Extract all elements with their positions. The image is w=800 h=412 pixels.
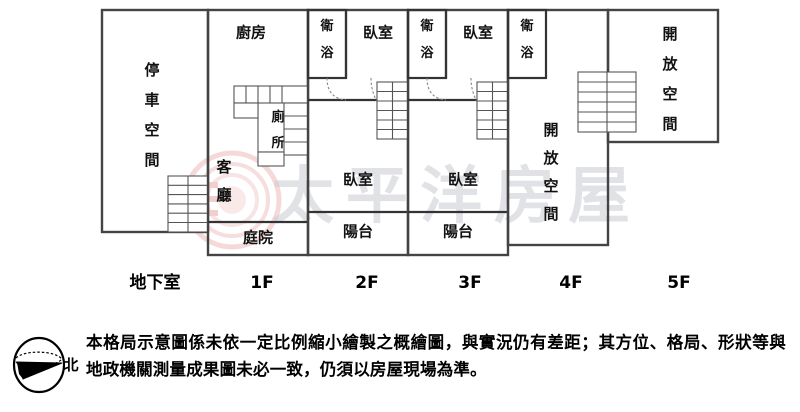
room-label-open-5f: 開放空間	[661, 25, 678, 133]
watermark-char-5: 屋	[568, 159, 630, 232]
floor-tick-3f: 3F	[458, 273, 481, 293]
room-label-courtyard: 庭院	[243, 229, 273, 247]
watermark: 太 平 洋 房 屋	[178, 150, 630, 250]
room-label-bath-2f: 衛浴	[319, 18, 334, 61]
room-label-bath-4f: 衛浴	[519, 18, 534, 61]
room-label-kitchen: 廚房	[236, 24, 266, 42]
floor-tick-1f: 1F	[250, 273, 273, 293]
room-label-bath-3f: 衛浴	[419, 18, 434, 61]
floor-tick-row: 地下室 1F 2F 3F 4F 5F	[130, 272, 691, 293]
disclaimer-block: 北 本格局示意圖係未依一定比例縮小繪製之概繪圖，與實況仍有差距；其方位、格局、形…	[0, 326, 800, 412]
f3-stairs	[476, 81, 509, 140]
room-label-balcony-2f: 陽台	[343, 223, 373, 241]
watermark-char-1: 太	[272, 159, 334, 232]
floor-tick-2f: 2F	[355, 273, 378, 293]
floor-tick-5f: 5F	[667, 273, 690, 293]
floor-5f: 開放空間	[606, 8, 720, 144]
floor-1f: 廚房 客廳 庭院 廁所	[206, 8, 310, 257]
watermark-char-3: 洋	[420, 159, 482, 232]
compass-icon: 北	[12, 336, 79, 394]
f1-stairs	[233, 85, 309, 167]
basement-stairs	[167, 175, 209, 233]
room-label-living-1: 客廳	[215, 158, 232, 204]
watermark-char-2: 平	[346, 159, 408, 232]
floor-tick-4f: 4F	[559, 273, 582, 293]
floor-3f: 衛浴 臥室 臥室 陽台	[406, 8, 510, 257]
compass-north-label: 北	[63, 356, 78, 374]
room-label-open-4f: 開放空間	[542, 121, 559, 223]
floor-basement: 停車空間	[100, 8, 210, 234]
room-label-bed-2f-top: 臥室	[363, 24, 393, 42]
room-label-bed-3f-bottom: 臥室	[448, 171, 478, 189]
room-label-balcony-3f: 陽台	[443, 223, 473, 241]
watermark-char-4: 房	[494, 159, 556, 232]
disclaimer-text: 本格局示意圖係未依一定比例縮小繪製之概繪圖，與實況仍有差距；其方位、格局、形狀等…	[86, 333, 786, 379]
floor-tick-basement: 地下室	[130, 272, 181, 293]
f2-stairs	[376, 81, 409, 140]
room-label-bed-2f-bottom: 臥室	[343, 171, 373, 189]
f4-bathroom-box	[506, 8, 548, 80]
floor-2f: 衛浴 臥室 臥室 陽台	[306, 8, 410, 257]
room-label-parking-1: 停車空間	[144, 61, 159, 169]
f4-f5-stairs	[577, 71, 637, 133]
room-label-bed-3f-top: 臥室	[463, 24, 493, 42]
room-label-toilet: 廁所	[271, 109, 284, 151]
svg-text:北: 北	[63, 356, 78, 374]
